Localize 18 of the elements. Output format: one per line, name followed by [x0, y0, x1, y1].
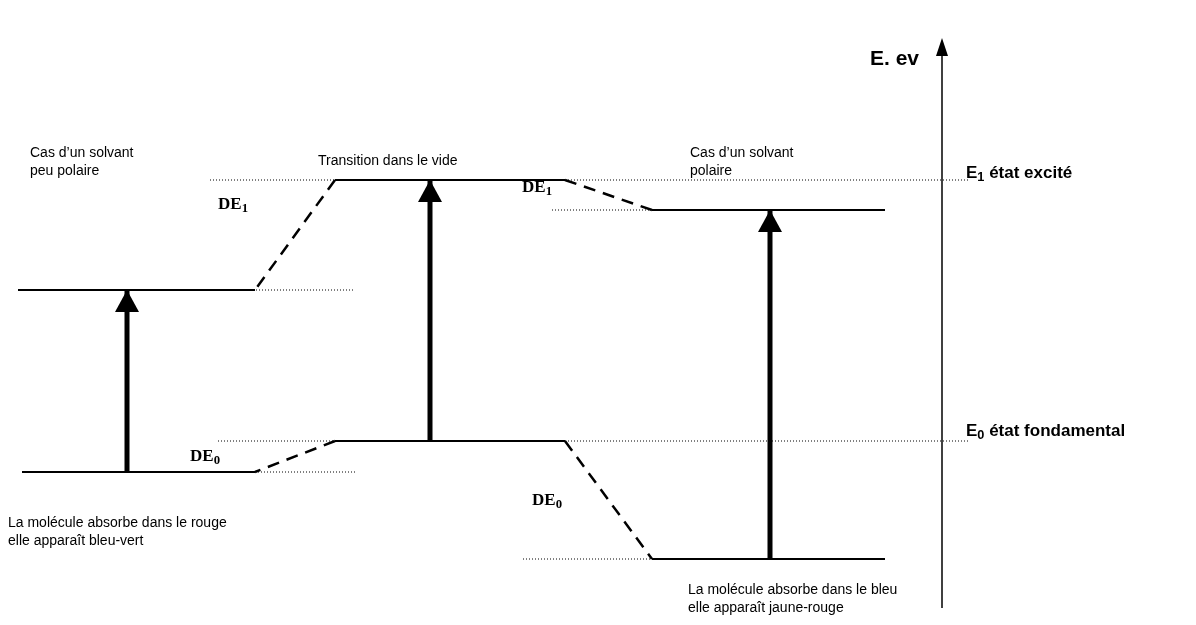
text-label: Cas d’un solvant polaire — [690, 143, 795, 179]
text-label: Transition dans le vide — [318, 151, 458, 170]
edge-label: DE$_{0}$ — [190, 447, 220, 464]
edge-label: DE$_{1}$ — [218, 195, 248, 212]
edge-label: DE$_{0}$ — [532, 491, 562, 508]
text-label: E$_{1}$ état excité — [966, 162, 1073, 186]
transition-arrow — [418, 180, 442, 441]
edge-label: DE$_{1}$ — [522, 178, 552, 195]
shift-line — [564, 440, 653, 560]
shift-line — [254, 439, 336, 474]
text-label: Cas d’un solvant peu polaire — [30, 143, 135, 179]
transition-arrow — [115, 290, 139, 472]
shift-line — [564, 178, 653, 212]
text-label: La molécule absorbe dans le bleu elle apparaît jaune-rouge — [688, 580, 899, 616]
axis-label: E. ev — [870, 45, 920, 71]
text-label: La molécule absorbe dans le rouge elle apparaît bleu-vert — [8, 513, 228, 549]
transition-arrow — [758, 210, 782, 559]
text-label: E$_{0}$ état fondamental — [966, 420, 1126, 444]
